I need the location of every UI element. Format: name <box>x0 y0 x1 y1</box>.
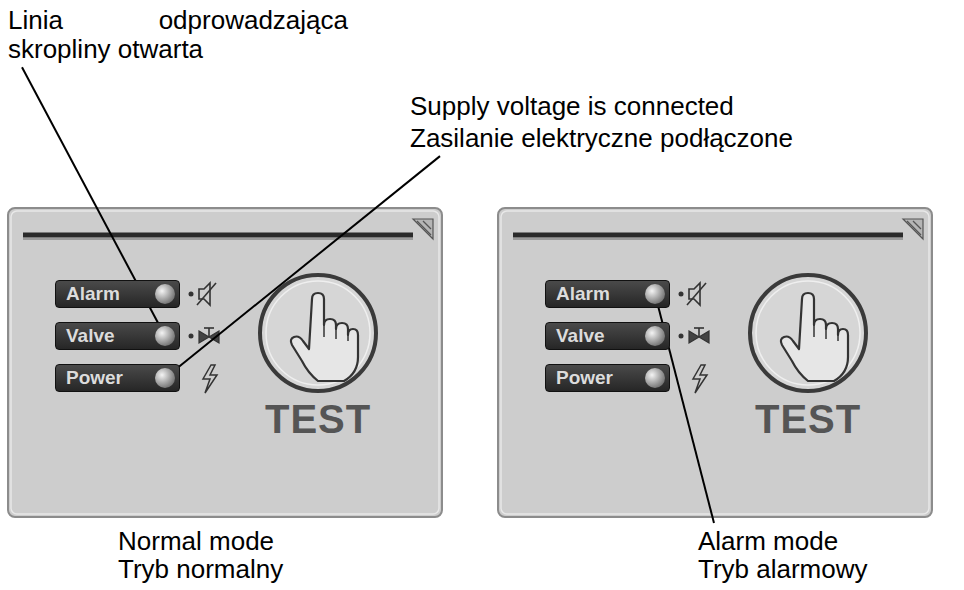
panel-face <box>495 205 935 520</box>
led-lamp <box>645 368 665 388</box>
panel-face <box>5 205 445 520</box>
indicator-label: Alarm <box>545 280 670 308</box>
callout-text: Linia odprowadzająca skropliny otwarta <box>8 6 348 64</box>
leader-line <box>655 294 714 523</box>
led-lamp <box>155 284 175 304</box>
indicator-label: Power <box>55 364 180 392</box>
indicator-text: Valve <box>556 325 605 346</box>
callout-text: Alarm mode <box>698 527 838 556</box>
leader-line <box>165 156 440 378</box>
leader-line <box>22 67 165 336</box>
test-button-label: TEST <box>265 397 371 442</box>
test-button-label: TEST <box>755 397 861 442</box>
led-lamp <box>645 284 665 304</box>
indicator-label: Valve <box>55 322 180 350</box>
indicator-text: Valve <box>66 325 115 346</box>
callout-text: Zasilanie elektryczne podłączone <box>410 124 793 153</box>
indicator-label: Valve <box>545 322 670 350</box>
callout-text: Tryb alarmowy <box>698 555 868 584</box>
led-lamp <box>645 326 665 346</box>
indicator-text: Alarm <box>66 283 120 304</box>
callout-text: Tryb normalny <box>118 555 283 584</box>
led-lamp <box>155 326 175 346</box>
indicator-text: Power <box>556 367 613 388</box>
indicator-text: Alarm <box>556 283 610 304</box>
indicator-label: Power <box>545 364 670 392</box>
control-panel: TEST AlarmValvePower <box>5 205 445 520</box>
control-panel: TEST AlarmValvePower <box>495 205 935 520</box>
indicator-label: Alarm <box>55 280 180 308</box>
callout-text: Normal mode <box>118 527 274 556</box>
indicator-text: Power <box>66 367 123 388</box>
led-lamp <box>155 368 175 388</box>
callout-text: Supply voltage is connected <box>410 92 734 121</box>
